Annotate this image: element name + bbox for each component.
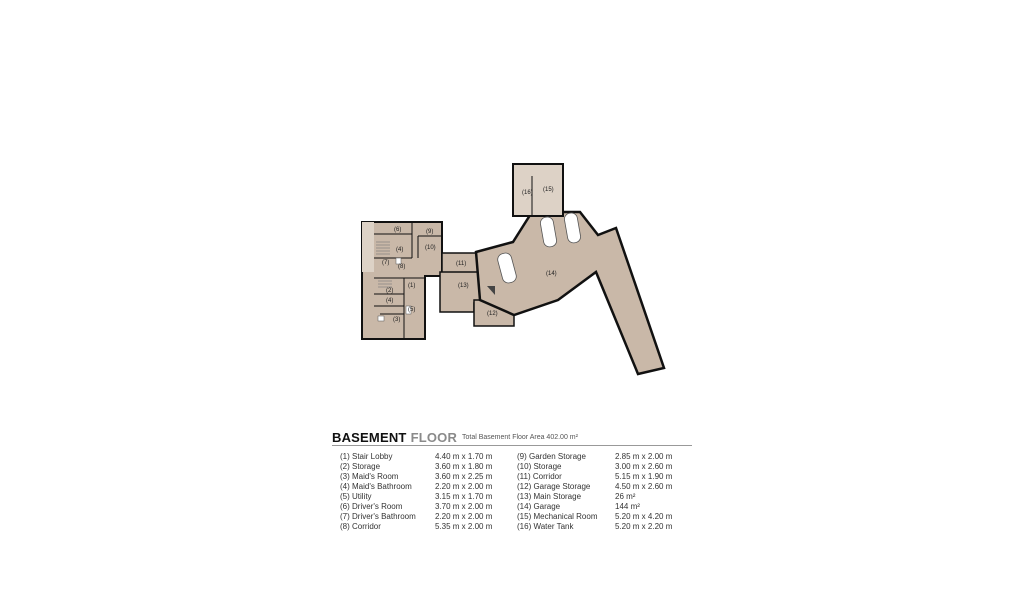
room-row: (3) Maid's Room 3.60 m x 2.25 m: [340, 472, 520, 482]
stair-marker-icon: [487, 286, 495, 295]
room-row: (1) Stair Lobby 4.40 m x 1.70 m: [340, 452, 520, 462]
room-dim: 4.50 m x 2.60 m: [615, 482, 673, 491]
room-row: (4) Maid's Bathroom 2.20 m x 2.00 m: [340, 482, 520, 492]
plan-label-1: (1): [408, 283, 415, 289]
room-name: (15) Mechanical Room: [517, 512, 598, 521]
room-dim: 4.40 m x 1.70 m: [435, 452, 493, 461]
plan-label-6: (6): [394, 227, 401, 233]
room-row: (16) Water Tank 5.20 m x 2.20 m: [517, 522, 697, 532]
room-dim: 3.00 m x 2.60 m: [615, 462, 673, 471]
room-dim: 2.20 m x 2.00 m: [435, 482, 493, 491]
room-name: (11) Corridor: [517, 472, 562, 481]
room-name: (1) Stair Lobby: [340, 452, 393, 461]
room-dim: 144 m²: [615, 502, 640, 511]
plan-label-3: (3): [393, 317, 400, 323]
header-divider: [332, 445, 692, 446]
room-dim: 3.60 m x 2.25 m: [435, 472, 493, 481]
room-name: (2) Storage: [340, 462, 381, 471]
plan-label-2: (2): [386, 288, 393, 294]
plan-label-8: (8): [398, 264, 405, 270]
plan-label-9: (9): [426, 229, 433, 235]
room-name: (12) Garage Storage: [517, 482, 591, 491]
plan-label-12: (12): [487, 311, 498, 317]
plan-label-5: (5): [408, 307, 415, 313]
room-name: (8) Corridor: [340, 522, 381, 531]
plan-label-11: (11): [456, 261, 466, 267]
room-row: (10) Storage 3.00 m x 2.60 m: [517, 462, 697, 472]
room-dim: 3.15 m x 1.70 m: [435, 492, 493, 501]
toilet-icon: [377, 315, 385, 322]
room-name: (6) Driver's Room: [340, 502, 403, 511]
plan-label-10: (10): [425, 245, 436, 251]
room-row: (6) Driver's Room 3.70 m x 2.00 m: [340, 502, 520, 512]
room-dim: 5.35 m x 2.00 m: [435, 522, 493, 531]
plan-label-16: (16): [522, 190, 533, 196]
room-dim: 3.70 m x 2.00 m: [435, 502, 493, 511]
plan-label-13: (13): [458, 283, 469, 289]
room-dim: 5.20 m x 2.20 m: [615, 522, 673, 531]
room-list-left: (1) Stair Lobby 4.40 m x 1.70 m (2) Stora…: [340, 452, 520, 532]
plan-label-14: (14): [546, 271, 557, 277]
total-area: Total Basement Floor Area 402.00 m²: [462, 434, 578, 441]
room-dim: 3.60 m x 1.80 m: [435, 462, 493, 471]
car-icon: [540, 216, 557, 248]
room-dim: 26 m²: [615, 492, 636, 501]
left-wing-left-strip: [362, 222, 374, 272]
room-name: (7) Driver's Bathroom: [340, 512, 416, 521]
plan-label-15: (15): [543, 187, 554, 193]
floor-title-accent: FLOOR: [410, 430, 458, 445]
room-name: (16) Water Tank: [517, 522, 574, 531]
plan-label-4b: (4): [386, 298, 393, 304]
room-row: (9) Garden Storage 2.85 m x 2.00 m: [517, 452, 697, 462]
plan-label-7: (7): [382, 260, 389, 266]
room-name: (14) Garage: [517, 502, 561, 511]
room-name: (4) Maid's Bathroom: [340, 482, 412, 491]
room-row: (2) Storage 3.60 m x 1.80 m: [340, 462, 520, 472]
room-name: (13) Main Storage: [517, 492, 582, 501]
car-icon: [497, 252, 517, 284]
room-name: (9) Garden Storage: [517, 452, 586, 461]
room-row: (14) Garage 144 m²: [517, 502, 697, 512]
room-name: (10) Storage: [517, 462, 562, 471]
room-dim: 5.15 m x 1.90 m: [615, 472, 673, 481]
car-icon: [564, 212, 581, 244]
plan-label-4a: (4): [396, 247, 403, 253]
room-dim: 2.20 m x 2.00 m: [435, 512, 493, 521]
room-row: (13) Main Storage 26 m²: [517, 492, 697, 502]
tank-mechanical-block: [512, 163, 564, 217]
room-row: (15) Mechanical Room 5.20 m x 4.20 m: [517, 512, 697, 522]
room-name: (3) Maid's Room: [340, 472, 399, 481]
room-list-right: (9) Garden Storage 2.85 m x 2.00 m (10) S…: [517, 452, 697, 532]
stairs-icon: [376, 241, 392, 288]
room-row: (12) Garage Storage 4.50 m x 2.60 m: [517, 482, 697, 492]
room-dim: 5.20 m x 4.20 m: [615, 512, 673, 521]
room-row: (5) Utility 3.15 m x 1.70 m: [340, 492, 520, 502]
room-row: (11) Corridor 5.15 m x 1.90 m: [517, 472, 697, 482]
room-row: (7) Driver's Bathroom 2.20 m x 2.00 m: [340, 512, 520, 522]
floor-title-main: BASEMENT: [332, 430, 407, 445]
toilet-icon: [395, 257, 402, 265]
room-row: (8) Corridor 5.35 m x 2.00 m: [340, 522, 520, 532]
room-dim: 2.85 m x 2.00 m: [615, 452, 673, 461]
sink-icon: [405, 305, 412, 315]
room-name: (5) Utility: [340, 492, 372, 501]
